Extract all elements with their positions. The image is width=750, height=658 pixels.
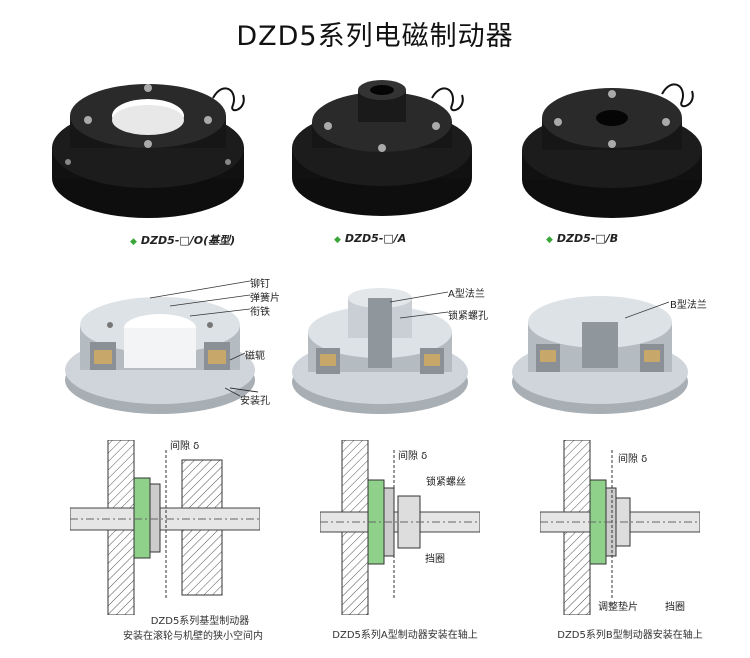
gap-label-base: 间隙 δ: [170, 441, 200, 452]
label-armature: 衔铁: [250, 307, 270, 318]
diamond-icon: ◆: [130, 237, 137, 247]
label-spring-plate: 弹簧片: [250, 293, 280, 304]
product-caption-a: ◆DZD5-□/A: [334, 232, 407, 245]
label-shim: 调整垫片: [598, 602, 638, 613]
label-retainer-b: 挡圈: [665, 602, 685, 613]
cutaway-base: [60, 270, 260, 430]
cutaway-b: [510, 270, 700, 430]
label-yoke: 磁轭: [245, 351, 265, 362]
leader-line-b: [625, 301, 670, 319]
drawing-b: [540, 440, 700, 615]
gap-label-a: 间隙 δ: [398, 451, 428, 462]
product-caption-b: ◆DZD5-□/B: [546, 232, 619, 245]
drawing-caption-a: DZD5系列A型制动器安装在轴上: [332, 630, 478, 641]
label-lock-screw: 锁紧螺丝: [426, 477, 466, 488]
leader-lines-a: [390, 291, 449, 319]
label-rivet: 铆钉: [250, 279, 270, 290]
drawing-base: [70, 440, 260, 615]
drawing-caption-base-2: 安装在滚轮与机壁的狭小空间内: [123, 631, 263, 642]
leader-lines-base: [150, 280, 250, 397]
product-photo-base: [48, 60, 268, 230]
product-caption-base: ◆DZD5-□/O(基型): [130, 234, 236, 247]
drawing-a: [320, 440, 480, 615]
drawing-caption-b: DZD5系列B型制动器安装在轴上: [557, 630, 703, 641]
product-photo-b: [512, 60, 732, 230]
product-photo-a: [282, 60, 502, 230]
page-title: DZD5系列电磁制动器: [236, 21, 514, 52]
label-mount-hole: 安装孔: [240, 396, 270, 407]
label-b-flange: B型法兰: [670, 300, 707, 311]
gap-label-b: 间隙 δ: [618, 454, 648, 465]
label-lock-hole: 锁紧螺孔: [448, 311, 488, 322]
diamond-icon: ◆: [334, 235, 341, 245]
diamond-icon: ◆: [546, 235, 553, 245]
label-retainer-a: 挡圈: [425, 554, 445, 565]
drawing-caption-base-1: DZD5系列基型制动器: [150, 616, 250, 627]
label-a-flange: A型法兰: [448, 289, 485, 300]
